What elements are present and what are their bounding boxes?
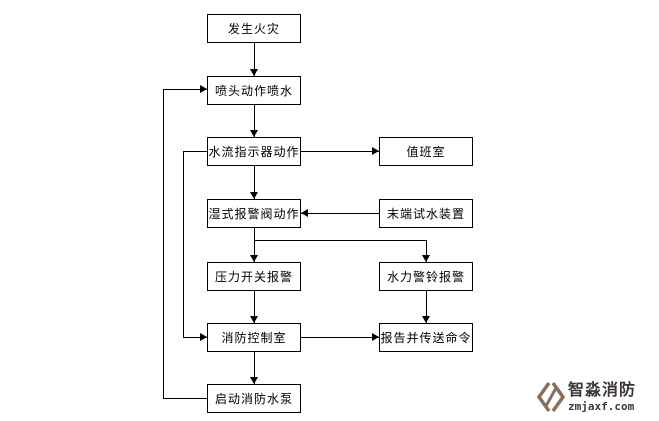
connector-feedback-top	[163, 89, 207, 90]
node-end-test-device: 末端试水装置	[379, 199, 473, 228]
zhimiao-logo-icon	[536, 381, 566, 413]
connector-indicator-to-dutyroom	[301, 151, 379, 152]
arrowhead-right-icon	[372, 147, 379, 155]
connector-endtest-to-valve	[301, 213, 379, 214]
arrowhead-down-icon	[250, 192, 258, 199]
arrowhead-left-icon	[301, 209, 308, 217]
arrowhead-right-icon	[200, 333, 207, 341]
node-wet-alarm-valve: 湿式报警阀动作	[207, 199, 301, 228]
node-flow-indicator: 水流指示器动作	[207, 137, 301, 166]
brand-watermark: 智淼消防 zmjaxf.com	[536, 380, 636, 414]
connector-indicator-elbow-bottom	[183, 337, 207, 338]
connector-branch-to-bell	[426, 240, 427, 262]
connector-fire-to-sprinkler	[254, 43, 255, 76]
node-start-fire-pump: 启动消防水泵	[207, 384, 301, 413]
arrowhead-right-icon	[372, 333, 379, 341]
connector-indicator-elbow-side	[183, 151, 184, 337]
arrowhead-down-icon	[250, 255, 258, 262]
connector-sprinkler-to-indicator	[254, 105, 255, 137]
node-pressure-switch: 压力开关报警	[207, 262, 301, 291]
connector-pressure-to-control	[254, 291, 255, 323]
node-hydraulic-bell: 水力警铃报警	[379, 262, 473, 291]
connector-indicator-to-valve	[254, 166, 255, 199]
connector-control-to-pump	[254, 352, 255, 384]
connector-valve-branch	[254, 240, 426, 241]
connector-feedback-bottom	[163, 398, 207, 399]
brand-domain: zmjaxf.com	[568, 399, 635, 413]
node-fire-control-room: 消防控制室	[207, 323, 301, 352]
connector-control-to-report	[301, 337, 379, 338]
node-fire-occurs: 发生火灾	[207, 14, 301, 43]
arrowhead-down-icon	[422, 316, 430, 323]
brand-name: 智淼消防	[568, 381, 637, 399]
connector-valve-to-pressure	[254, 228, 255, 262]
connector-indicator-elbow-top	[183, 151, 207, 152]
arrowhead-right-icon	[200, 85, 207, 93]
arrowhead-down-icon	[422, 255, 430, 262]
arrowhead-down-icon	[250, 69, 258, 76]
node-duty-room: 值班室	[379, 137, 473, 166]
arrowhead-down-icon	[250, 130, 258, 137]
arrowhead-down-icon	[250, 316, 258, 323]
connector-bell-to-report	[426, 291, 427, 323]
node-sprinkler-sprays: 喷头动作喷水	[207, 76, 301, 105]
node-report-command: 报告并传送命令	[379, 323, 473, 352]
connector-feedback-side	[163, 89, 164, 398]
arrowhead-down-icon	[250, 377, 258, 384]
